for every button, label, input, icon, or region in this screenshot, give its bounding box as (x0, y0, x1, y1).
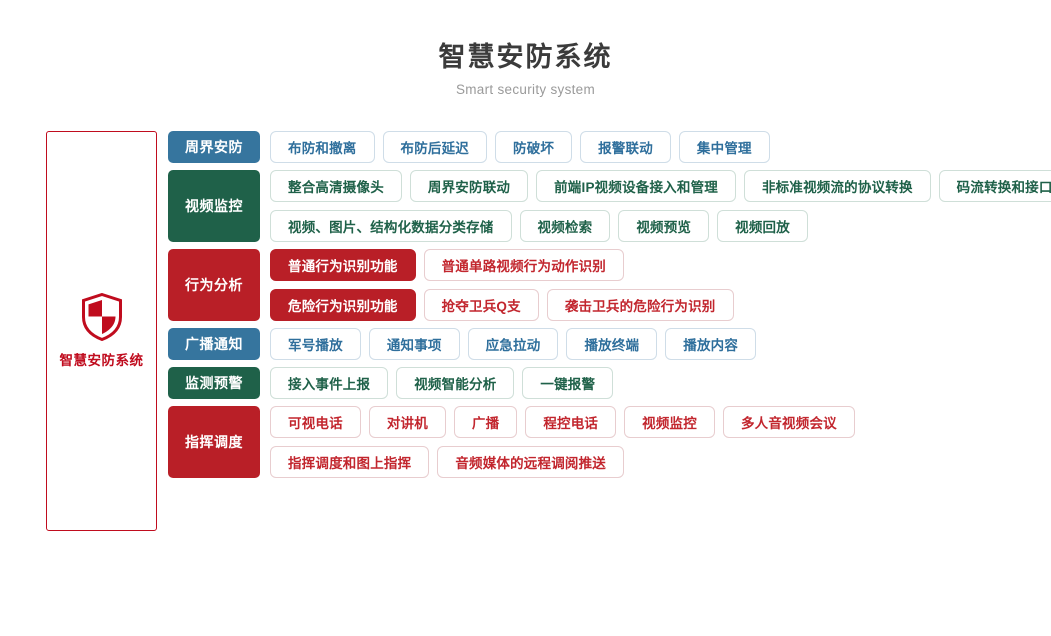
feature-pill[interactable]: 防破坏 (495, 131, 573, 163)
feature-pill[interactable]: 布防和撤离 (270, 131, 375, 163)
feature-pill[interactable]: 视频监控 (624, 406, 715, 438)
category-row: 视频监控整合高清摄像头周界安防联动前端IP视频设备接入和管理非标准视频流的协议转… (168, 170, 1051, 242)
feature-pill[interactable]: 多人音视频会议 (722, 406, 855, 438)
feature-pill[interactable]: 指挥调度和图上指挥 (270, 446, 430, 478)
feature-pill[interactable]: 周界安防联动 (409, 170, 529, 202)
shield-icon (81, 293, 122, 341)
feature-pill[interactable]: 危险行为识别功能 (270, 289, 416, 321)
feature-pill[interactable]: 视频智能分析 (396, 367, 515, 399)
item-line: 视频、图片、结构化数据分类存储视频检索视频预览视频回放 (270, 210, 1051, 242)
feature-pill[interactable]: 视频、图片、结构化数据分类存储 (270, 210, 512, 242)
feature-pill[interactable]: 对讲机 (368, 406, 446, 438)
page-title: 智慧安防系统 (438, 42, 613, 72)
category-items: 整合高清摄像头周界安防联动前端IP视频设备接入和管理非标准视频流的协议转换码流转… (270, 170, 1051, 242)
item-line: 指挥调度和图上指挥音频媒体的远程调阅推送 (270, 446, 1051, 478)
category-row: 周界安防布防和撤离布防后延迟防破坏报警联动集中管理 (168, 131, 1051, 163)
feature-pill[interactable]: 军号播放 (270, 328, 361, 360)
category-badge-0[interactable]: 周界安防 (168, 131, 260, 163)
feature-pill[interactable]: 整合高清摄像头 (270, 170, 402, 202)
category-row: 指挥调度可视电话对讲机广播程控电话视频监控多人音视频会议指挥调度和图上指挥音频媒… (168, 406, 1051, 478)
category-row: 广播通知军号播放通知事项应急拉动播放终端播放内容 (168, 328, 1051, 360)
brand-label: 智慧安防系统 (59, 353, 144, 368)
feature-pill[interactable]: 袭击卫兵的危险行为识别 (546, 289, 734, 321)
feature-pill[interactable]: 视频预览 (618, 210, 710, 242)
feature-pill[interactable]: 程控电话 (525, 406, 617, 438)
item-line: 整合高清摄像头周界安防联动前端IP视频设备接入和管理非标准视频流的协议转换码流转… (270, 170, 1051, 202)
feature-pill[interactable]: 普通单路视频行为动作识别 (423, 249, 625, 281)
feature-pill[interactable]: 播放终端 (566, 328, 658, 360)
category-items: 军号播放通知事项应急拉动播放终端播放内容 (270, 328, 1051, 360)
category-items: 布防和撤离布防后延迟防破坏报警联动集中管理 (270, 131, 1051, 163)
item-line: 布防和撤离布防后延迟防破坏报警联动集中管理 (270, 131, 1051, 163)
feature-pill[interactable]: 视频检索 (519, 210, 611, 242)
category-items: 普通行为识别功能普通单路视频行为动作识别危险行为识别功能抢夺卫兵Q支袭击卫兵的危… (270, 249, 1051, 321)
category-badge-4[interactable]: 监测预警 (168, 367, 260, 399)
feature-pill[interactable]: 一键报警 (522, 367, 614, 399)
category-row: 监测预警接入事件上报视频智能分析一键报警 (168, 367, 1051, 399)
feature-pill[interactable]: 广播 (453, 406, 518, 438)
brand-panel: 智慧安防系统 (46, 131, 157, 531)
feature-pill[interactable]: 接入事件上报 (270, 367, 389, 399)
feature-pill[interactable]: 非标准视频流的协议转换 (743, 170, 931, 202)
item-line: 接入事件上报视频智能分析一键报警 (270, 367, 1051, 399)
category-badge-5[interactable]: 指挥调度 (168, 406, 260, 478)
feature-pill[interactable]: 视频回放 (717, 210, 808, 242)
category-badge-1[interactable]: 视频监控 (168, 170, 260, 242)
feature-pill[interactable]: 报警联动 (580, 131, 671, 163)
feature-pill[interactable]: 普通行为识别功能 (270, 249, 416, 281)
feature-pill[interactable]: 播放内容 (665, 328, 757, 360)
feature-pill[interactable]: 前端IP视频设备接入和管理 (536, 170, 736, 202)
page-header: 智慧安防系统 Smart security system (0, 40, 1051, 98)
category-rows: 周界安防布防和撤离布防后延迟防破坏报警联动集中管理视频监控整合高清摄像头周界安防… (168, 131, 1051, 485)
feature-pill[interactable]: 应急拉动 (467, 328, 559, 360)
item-line: 可视电话对讲机广播程控电话视频监控多人音视频会议 (270, 406, 1051, 438)
feature-pill[interactable]: 布防后延迟 (382, 131, 487, 163)
feature-pill[interactable]: 码流转换和接口转换 (938, 170, 1051, 202)
category-items: 可视电话对讲机广播程控电话视频监控多人音视频会议指挥调度和图上指挥音频媒体的远程… (270, 406, 1051, 478)
diagram-board: 智慧安防系统 周界安防布防和撤离布防后延迟防破坏报警联动集中管理视频监控整合高清… (0, 131, 1051, 531)
feature-pill[interactable]: 集中管理 (678, 131, 770, 163)
category-badge-2[interactable]: 行为分析 (168, 249, 260, 321)
category-row: 行为分析普通行为识别功能普通单路视频行为动作识别危险行为识别功能抢夺卫兵Q支袭击… (168, 249, 1051, 321)
category-items: 接入事件上报视频智能分析一键报警 (270, 367, 1051, 399)
item-line: 危险行为识别功能抢夺卫兵Q支袭击卫兵的危险行为识别 (270, 289, 1051, 321)
feature-pill[interactable]: 通知事项 (368, 328, 460, 360)
item-line: 军号播放通知事项应急拉动播放终端播放内容 (270, 328, 1051, 360)
feature-pill[interactable]: 抢夺卫兵Q支 (423, 289, 539, 321)
page-subtitle: Smart security system (455, 82, 596, 97)
feature-pill[interactable]: 可视电话 (270, 406, 361, 438)
feature-pill[interactable]: 音频媒体的远程调阅推送 (437, 446, 625, 478)
item-line: 普通行为识别功能普通单路视频行为动作识别 (270, 249, 1051, 281)
category-badge-3[interactable]: 广播通知 (168, 328, 260, 360)
